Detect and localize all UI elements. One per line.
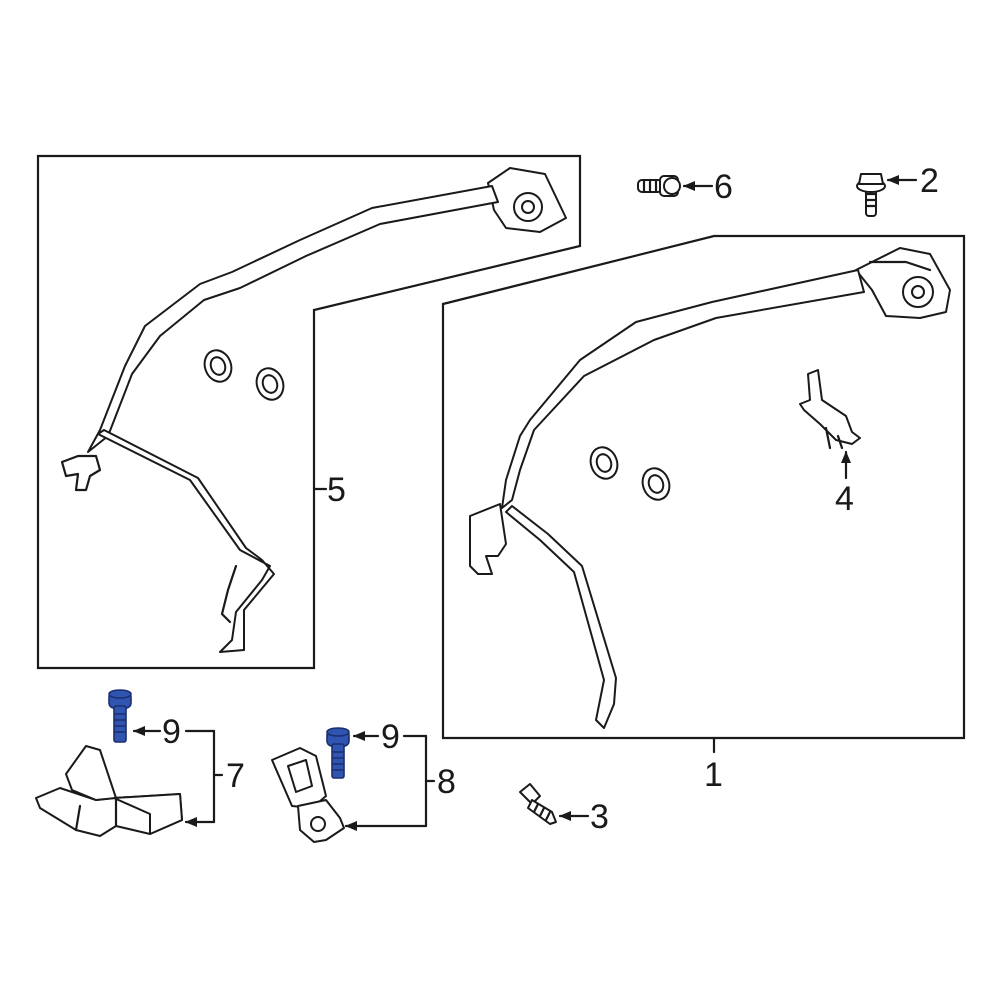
bolt-9-right	[326, 727, 350, 779]
callout-1-label: 1	[704, 756, 723, 794]
buckle-8	[271, 747, 345, 843]
part-1-frame	[441, 234, 966, 740]
callout-5-label: 5	[327, 471, 346, 509]
callout-4-label: 4	[835, 480, 854, 518]
callout-7-label: 7	[226, 757, 245, 795]
callout-2-label: 2	[920, 162, 939, 200]
callout-3-label: 3	[590, 798, 609, 836]
bolt-6	[637, 175, 681, 197]
seat-belt-assembly-1	[469, 247, 951, 729]
bolt-2	[856, 173, 886, 217]
callout-9-left-label: 9	[162, 713, 181, 751]
bolt-3	[519, 783, 557, 825]
callout-8-label: 8	[437, 763, 456, 801]
callout-6-label: 6	[714, 168, 733, 206]
buckle-7	[35, 745, 183, 837]
bracket-4	[799, 369, 861, 450]
bolt-9-left	[108, 689, 132, 743]
callout-9-right-label: 9	[381, 718, 400, 756]
part-5-frame	[36, 154, 582, 670]
seat-belt-assembly-5	[60, 167, 567, 653]
